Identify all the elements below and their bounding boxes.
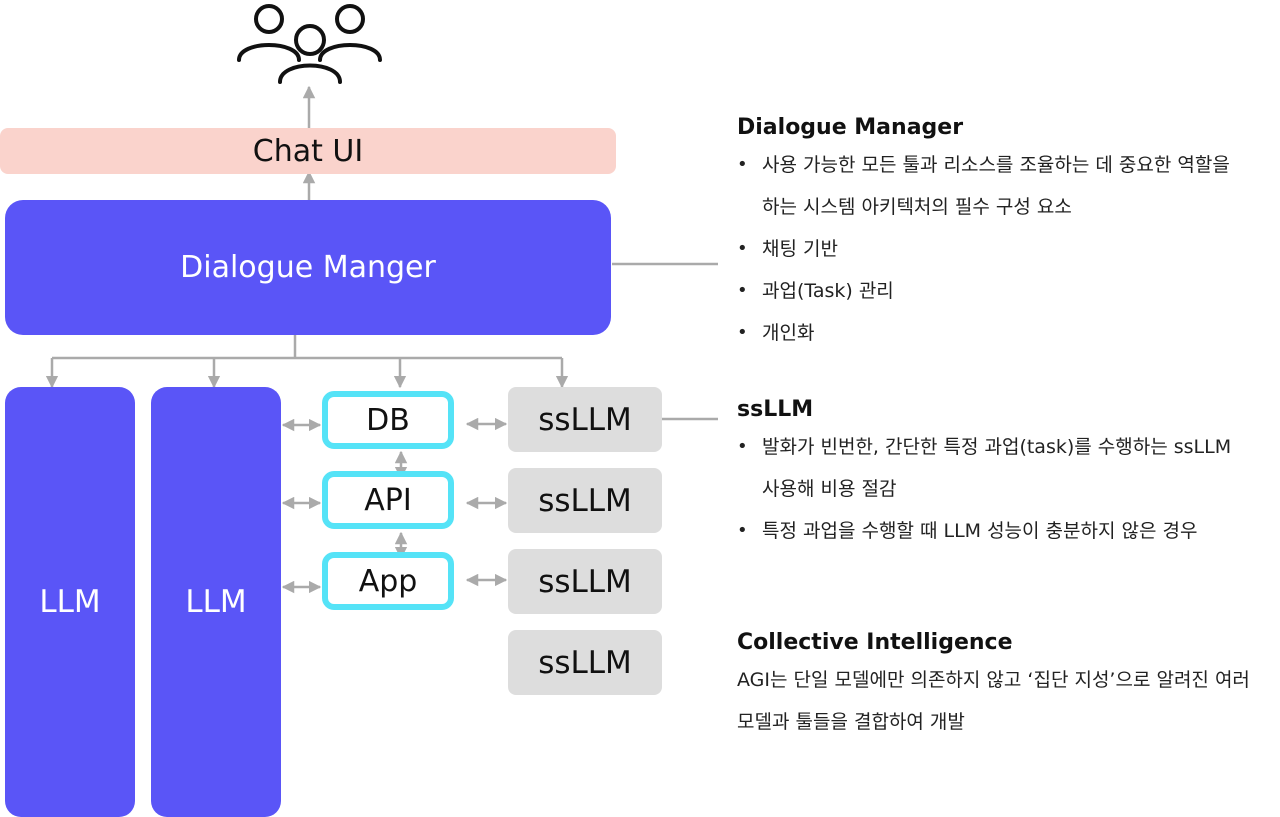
llm-label: LLM <box>185 584 247 620</box>
bullet-item: 특정 과업을 수행할 때 LLM 성능이 충분하지 않은 경우 <box>737 510 1257 552</box>
section-title: ssLLM <box>737 397 814 422</box>
bullet-item: 채팅 기반 <box>737 228 1257 270</box>
db-box: DB <box>322 391 454 449</box>
ssllm-label: ssLLM <box>538 482 632 519</box>
chat-ui-label: Chat UI <box>252 133 364 169</box>
db-label: DB <box>366 402 410 438</box>
collective-intelligence-section: Collective Intelligence AGI는 단일 모델에만 의존하… <box>737 630 1262 743</box>
bullet-item: 사용 가능한 모든 툴과 리소스를 조율하는 데 중요한 역할을 하는 시스템 … <box>737 144 1242 228</box>
dialogue-manager-section: Dialogue Manager 사용 가능한 모든 툴과 리소스를 조율하는 … <box>737 115 1257 354</box>
bullet-list: 발화가 빈번한, 간단한 특정 과업(task)를 수행하는 ssLLM 사용해… <box>737 426 1257 552</box>
bullet-item: 과업(Task) 관리 <box>737 270 1257 312</box>
ssllm-box-1: ssLLM <box>508 387 662 452</box>
bullet-text: 발화가 빈번한, 간단한 특정 과업(task)를 수행하는 ssLLM 사용해… <box>762 436 1232 500</box>
bullet-text: 개인화 <box>762 322 815 344</box>
api-box: API <box>322 471 454 529</box>
bullet-text: 과업(Task) 관리 <box>762 280 894 302</box>
ssllm-label: ssLLM <box>538 401 632 438</box>
section-title: Dialogue Manager <box>737 115 964 140</box>
section-text: AGI는 단일 모델에만 의존하지 않고 ‘집단 지성’으로 알려진 여러 모델… <box>737 669 1250 733</box>
bullet-text: 채팅 기반 <box>762 238 838 260</box>
ssllm-box-4: ssLLM <box>508 630 662 695</box>
ssllm-label: ssLLM <box>538 563 632 600</box>
app-box: App <box>322 552 454 610</box>
llm-column-1: LLM <box>5 387 135 817</box>
bullet-item: 개인화 <box>737 312 1257 354</box>
ssllm-label: ssLLM <box>538 644 632 681</box>
chat-ui-box: Chat UI <box>0 128 616 174</box>
bullet-item: 발화가 빈번한, 간단한 특정 과업(task)를 수행하는 ssLLM 사용해… <box>737 426 1242 510</box>
ssllm-box-3: ssLLM <box>508 549 662 614</box>
ssllm-box-2: ssLLM <box>508 468 662 533</box>
bullet-text: 사용 가능한 모든 툴과 리소스를 조율하는 데 중요한 역할을 하는 시스템 … <box>762 154 1230 218</box>
section-title: Collective Intelligence <box>737 630 1013 655</box>
api-label: API <box>364 482 412 518</box>
llm-column-2: LLM <box>151 387 281 817</box>
app-label: App <box>358 563 418 599</box>
dialogue-manager-label: Dialogue Manger <box>180 250 436 285</box>
bullet-text: 특정 과업을 수행할 때 LLM 성능이 충분하지 않은 경우 <box>762 520 1198 542</box>
bullet-list: 사용 가능한 모든 툴과 리소스를 조율하는 데 중요한 역할을 하는 시스템 … <box>737 144 1257 354</box>
dialogue-manager-box: Dialogue Manger <box>5 200 611 335</box>
llm-label: LLM <box>39 584 101 620</box>
ssllm-section: ssLLM 발화가 빈번한, 간단한 특정 과업(task)를 수행하는 ssL… <box>737 397 1257 552</box>
users-group-icon <box>237 4 382 84</box>
